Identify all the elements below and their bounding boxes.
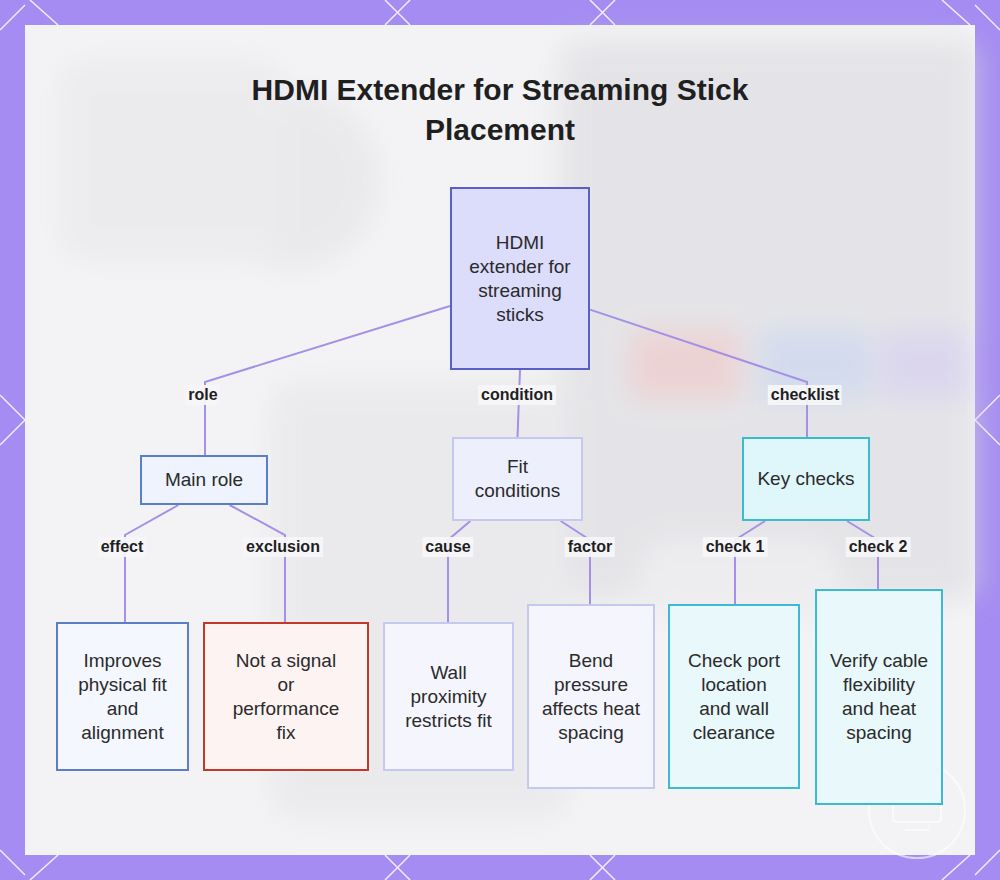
connector-line bbox=[561, 521, 590, 604]
edge-label: factor bbox=[565, 537, 615, 557]
edge-label: checklist bbox=[768, 385, 842, 405]
node-text: Check port location and wall clearance bbox=[684, 649, 784, 745]
node-text: Improves physical fit and alignment bbox=[68, 649, 177, 745]
node-text: Bend pressure affects heat spacing bbox=[539, 649, 643, 745]
concept-box: Key checks bbox=[742, 437, 870, 521]
connector-line bbox=[590, 310, 807, 437]
connector-line bbox=[205, 306, 450, 455]
root-box: HDMI extender for streaming sticks bbox=[450, 187, 590, 370]
edge-label: cause bbox=[422, 537, 473, 557]
connector-line bbox=[230, 505, 285, 622]
concept-box: Main role bbox=[140, 455, 268, 505]
concept-box: Check port location and wall clearance bbox=[668, 604, 800, 789]
concept-box: Fit conditions bbox=[452, 437, 583, 521]
connector-line bbox=[125, 505, 178, 622]
edge-label: role bbox=[185, 385, 220, 405]
node-text: Wall proximity restricts fit bbox=[397, 661, 500, 733]
blurred-photo bbox=[60, 40, 980, 820]
node-text: Fit conditions bbox=[466, 455, 569, 503]
concept-box: Improves physical fit and alignment bbox=[56, 622, 189, 771]
concept-box: Verify cable flexibility and heat spacin… bbox=[815, 589, 943, 805]
node-text: Verify cable flexibility and heat spacin… bbox=[827, 649, 931, 745]
node-text: Not a signal or performance fix bbox=[227, 649, 345, 745]
node-text: HDMI extender for streaming sticks bbox=[468, 231, 572, 327]
node-text: Main role bbox=[165, 468, 243, 492]
concept-box: Bend pressure affects heat spacing bbox=[527, 604, 655, 789]
edge-label: condition bbox=[478, 385, 556, 405]
edge-label: effect bbox=[98, 537, 147, 557]
diagram-title: HDMI Extender for Streaming Stick Placem… bbox=[190, 70, 810, 150]
connector-line bbox=[735, 521, 765, 604]
concept-box: Wall proximity restricts fit bbox=[383, 622, 514, 771]
concept-box: Not a signal or performance fix bbox=[203, 622, 369, 771]
edge-label: check 1 bbox=[703, 537, 768, 557]
node-text: Key checks bbox=[757, 467, 854, 491]
edge-label: exclusion bbox=[243, 537, 323, 557]
edge-label: check 2 bbox=[846, 537, 911, 557]
